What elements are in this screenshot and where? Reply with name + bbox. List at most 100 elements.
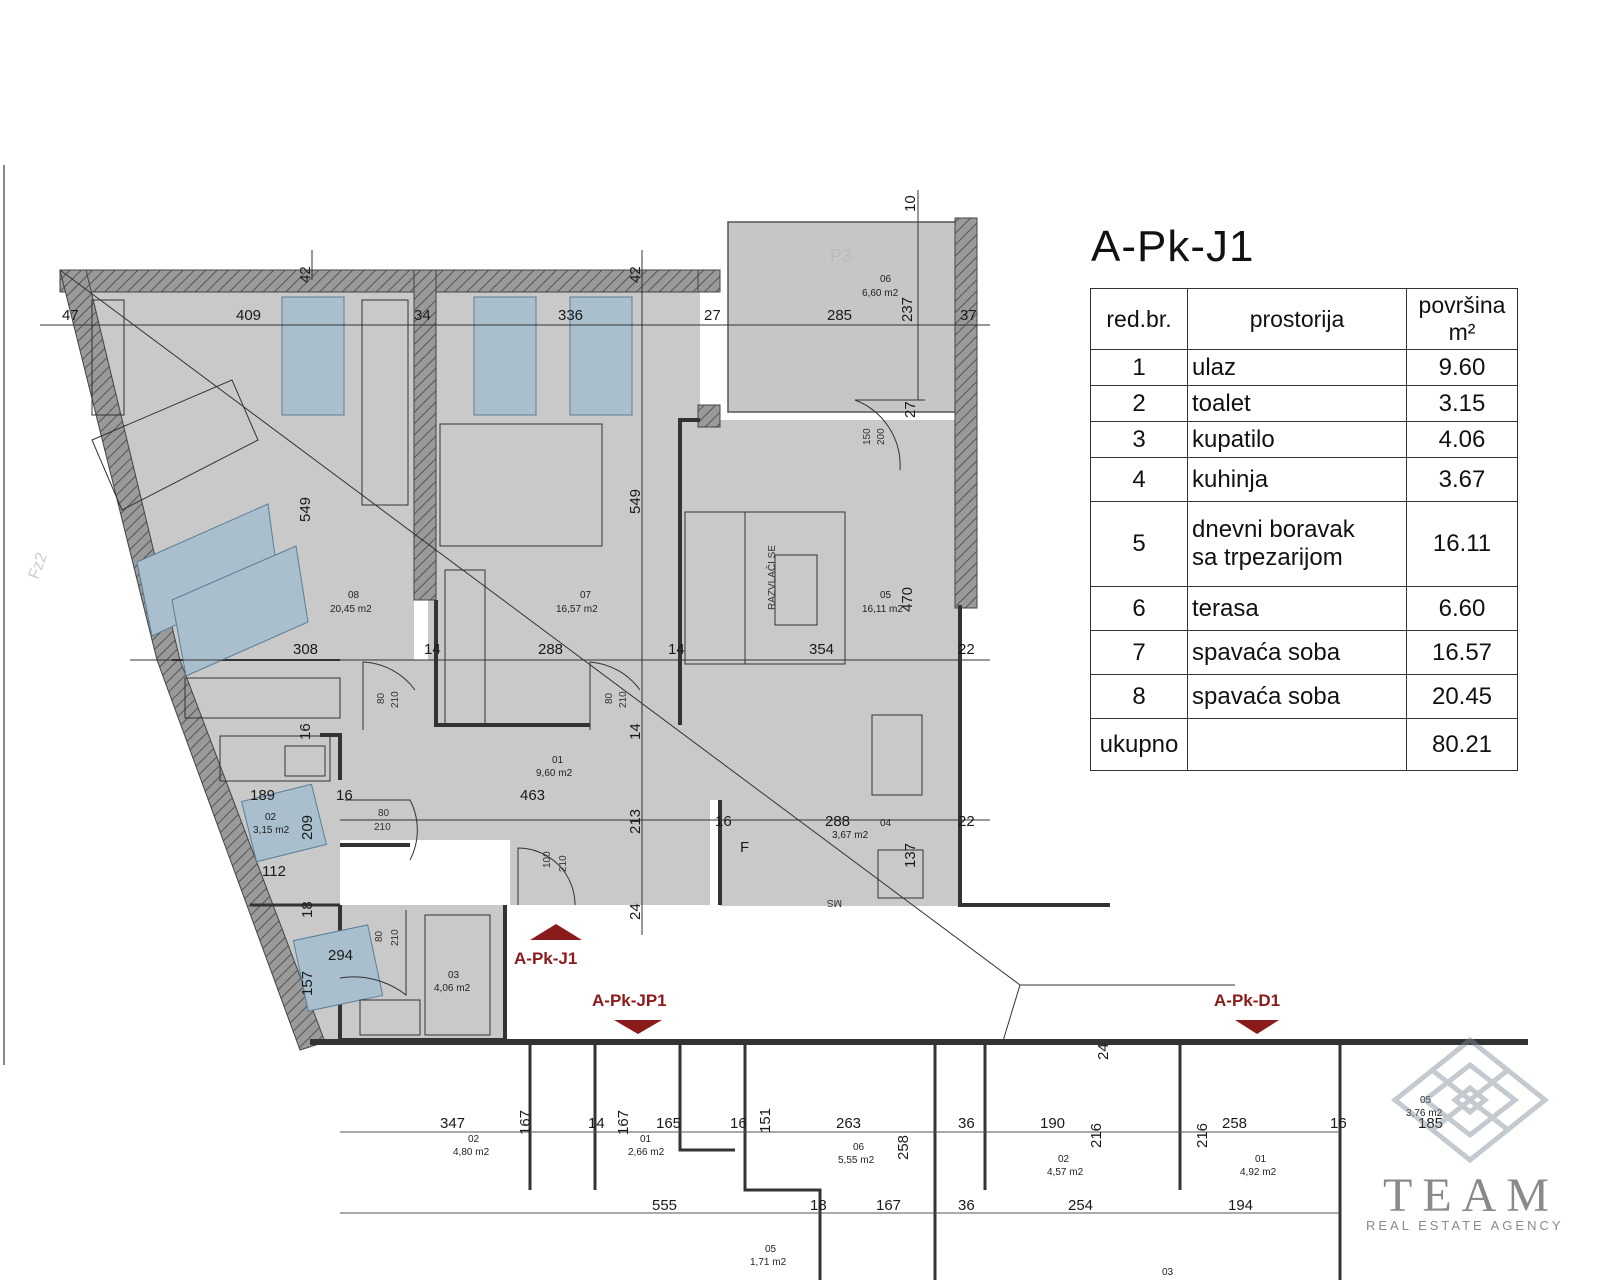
room-06-area: 6,60 m2 <box>862 288 899 299</box>
room-07-area: 16,57 m2 <box>556 604 598 615</box>
dim-16b: 16 <box>336 787 353 804</box>
lower-dim-254: 254 <box>1068 1197 1093 1214</box>
lower-room-02b-area: 4,57 m2 <box>1047 1167 1084 1178</box>
dim-47: 47 <box>62 307 79 324</box>
door-80-e: 80 <box>374 930 385 942</box>
lower-room-03-number: 03 <box>1162 1267 1174 1278</box>
table-row: 1 ulaz 9.60 <box>1090 349 1518 386</box>
dim-470: 470 <box>899 587 916 612</box>
door-210-a: 210 <box>390 691 401 708</box>
room-05-area: 16,11 m2 <box>862 604 903 615</box>
dim-112: 112 <box>262 863 286 880</box>
table-row: 7 spavaća soba 16.57 <box>1090 630 1518 675</box>
room-06-number: 06 <box>880 274 892 285</box>
dim-549a: 549 <box>297 497 314 522</box>
total-area: 80.21 <box>1406 718 1518 771</box>
dim-14a: 14 <box>424 641 441 658</box>
lower-room-06a-area: 5,55 m2 <box>838 1155 875 1166</box>
dim-294: 294 <box>328 947 353 964</box>
room-01-area: 9,60 m2 <box>536 768 573 779</box>
lower-room-01a-area: 2,66 m2 <box>628 1147 665 1158</box>
row-num: 5 <box>1090 501 1188 587</box>
door-210-e: 210 <box>390 929 401 946</box>
desk-1 <box>281 296 345 416</box>
row-num: 2 <box>1090 385 1188 422</box>
lower-dim-185: 185 <box>1418 1115 1443 1132</box>
dim-308: 308 <box>293 641 318 658</box>
row-num: 6 <box>1090 586 1188 631</box>
tag-main: A-Pk-J1 <box>514 949 577 968</box>
tag-arrow-jp1 <box>614 1020 662 1034</box>
row-num: 3 <box>1090 421 1188 458</box>
desk-3 <box>569 296 633 416</box>
lower-dim-258a: 258 <box>1222 1115 1247 1132</box>
row-area: 9.60 <box>1406 349 1518 386</box>
door-labels: 80 210 80 210 80 210 100 210 80 210 150 … <box>374 428 887 946</box>
wall-column-b <box>697 404 721 428</box>
header-room: prostorija <box>1187 288 1407 350</box>
total-label: ukupno <box>1090 718 1188 771</box>
dim-209: 209 <box>299 815 316 840</box>
lower-dim-24: 24 <box>1095 1043 1112 1060</box>
lower-room-05a-number: 05 <box>1420 1095 1432 1106</box>
row-area: 3.67 <box>1406 457 1518 502</box>
table-total-row: ukupno 80.21 <box>1090 718 1518 771</box>
dim-288a: 288 <box>538 641 563 658</box>
header-num: red.br. <box>1090 288 1188 350</box>
wall-top-left <box>59 269 433 293</box>
door-80-b: 80 <box>604 692 615 704</box>
lower-dim-216a: 216 <box>1088 1123 1105 1148</box>
dim-237: 237 <box>899 297 916 322</box>
table-header-row: red.br. prostorija površina m² <box>1090 288 1518 350</box>
lower-room-01b-area: 4,92 m2 <box>1240 1167 1277 1178</box>
dim-24: 24 <box>627 903 644 920</box>
lower-dim-216b: 216 <box>1194 1123 1211 1148</box>
dim-14c: 14 <box>627 723 644 740</box>
dim-10: 10 <box>902 195 919 212</box>
fz-mark: Fz2 <box>26 550 51 581</box>
row-area: 6.60 <box>1406 586 1518 631</box>
room-03-number: 03 <box>448 970 460 981</box>
lower-room-05b-area: 1,71 m2 <box>750 1257 787 1268</box>
row-area: 4.06 <box>1406 421 1518 458</box>
lower-floor-strip <box>330 1045 1530 1280</box>
dim-22a: 22 <box>958 641 975 658</box>
lower-dim-167a: 167 <box>517 1110 534 1135</box>
room-04-area: 3,67 m2 <box>832 830 869 841</box>
lower-dim-555: 555 <box>652 1197 677 1214</box>
lower-room-01a-number: 01 <box>640 1134 652 1145</box>
lower-dim-16b: 16 <box>1330 1115 1347 1132</box>
dim-16a: 16 <box>297 723 314 740</box>
dim-42a: 42 <box>297 266 314 283</box>
dim-34: 34 <box>414 307 431 324</box>
dim-14b: 14 <box>668 641 685 658</box>
logo-subtitle: REAL ESTATE AGENCY <box>1366 1218 1564 1233</box>
lower-room-01b-number: 01 <box>1255 1154 1267 1165</box>
row-area: 16.11 <box>1406 501 1518 587</box>
lower-dim-14: 14 <box>588 1115 605 1132</box>
unit-title: A-Pk-J1 <box>1091 222 1255 271</box>
wall-lines <box>172 418 1528 1045</box>
lower-dim-167c: 167 <box>876 1197 901 1214</box>
row-area: 20.45 <box>1406 674 1518 719</box>
dim-27b: 27 <box>902 401 919 418</box>
dim-157: 157 <box>299 971 316 996</box>
room-07-number: 07 <box>580 590 592 601</box>
row-name: spavaća soba <box>1187 674 1407 719</box>
room-05-number: 05 <box>880 590 892 601</box>
tag-jp1: A-Pk-JP1 <box>592 991 667 1010</box>
lower-dim-194: 194 <box>1228 1197 1253 1214</box>
bed-blue-2 <box>171 545 309 677</box>
row-name-line1: dnevni boravak <box>1192 516 1355 543</box>
table-row: 3 kupatilo 4.06 <box>1090 421 1518 458</box>
p3-mark: P3 <box>830 246 852 266</box>
shower-tray-02 <box>240 783 328 863</box>
lower-room-02b-number: 02 <box>1058 1154 1070 1165</box>
row-area: 16.57 <box>1406 630 1518 675</box>
lower-dim-18: 18 <box>810 1197 827 1214</box>
door-80-c: 80 <box>378 808 390 819</box>
room-01-floor <box>340 660 960 905</box>
team-logo-icon <box>1390 1036 1550 1164</box>
door-100: 100 <box>542 851 553 868</box>
dim-37: 37 <box>960 307 977 324</box>
